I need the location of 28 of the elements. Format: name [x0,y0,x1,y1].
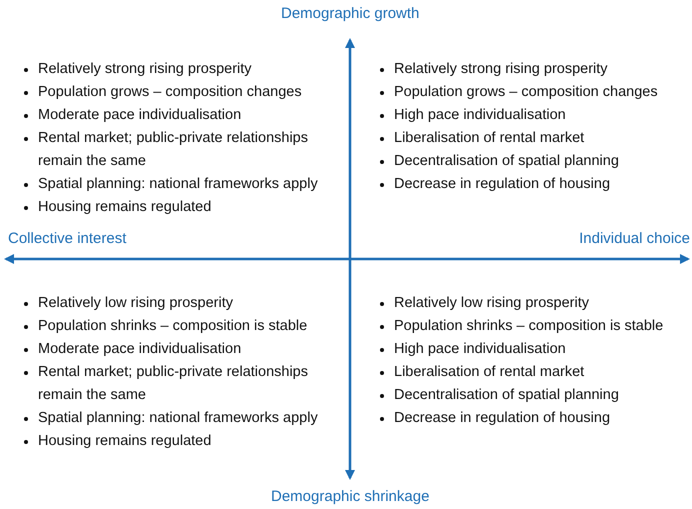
axis-label: Demographic shrinkage [271,488,430,505]
list-item-text: Relatively strong rising prosperity [394,61,608,77]
list-item-text: Rental market; public-private relationships remain the same [38,364,308,403]
list-item-text: Population grows – composition changes [394,84,658,100]
list-item-text: Spatial planning: national frameworks apply [38,410,318,426]
list-item-text: Moderate pace individualisation [38,107,242,123]
list-item-text: Housing remains regulated [38,433,212,449]
list-item-text: Decrease in regulation of housing [394,176,610,192]
list-item-text: High pace individualisation [394,341,566,357]
list-item-text: Population shrinks – composition is stable [394,318,664,334]
list-item-text: Decrease in regulation of housing [394,410,610,426]
list-item-text: High pace individualisation [394,107,566,123]
list-item-text: Decentralisation of spatial planning [394,387,619,403]
list-item-text: Liberalisation of rental market [394,130,584,146]
list-item-text: Relatively strong rising prosperity [38,61,252,77]
list-item-text: Relatively low rising prosperity [38,295,234,311]
list-item-text: Liberalisation of rental market [394,364,584,380]
axis-label: Collective interest [8,230,126,247]
list-item-text: Spatial planning: national frameworks apply [38,176,318,192]
list-item-text: Population grows – composition changes [38,84,302,100]
list-item-text: Moderate pace individualisation [38,341,242,357]
list-item-text: Population shrinks – composition is stable [38,318,308,334]
list-item-text: Decentralisation of spatial planning [394,153,619,169]
axis-label: Individual choice [579,230,690,247]
axis-label: Demographic growth [281,5,420,22]
list-item-text: Housing remains regulated [38,199,212,215]
list-item-text: Relatively low rising prosperity [394,295,590,311]
list-item-text: Rental market; public-private relationships remain the same [38,130,308,169]
